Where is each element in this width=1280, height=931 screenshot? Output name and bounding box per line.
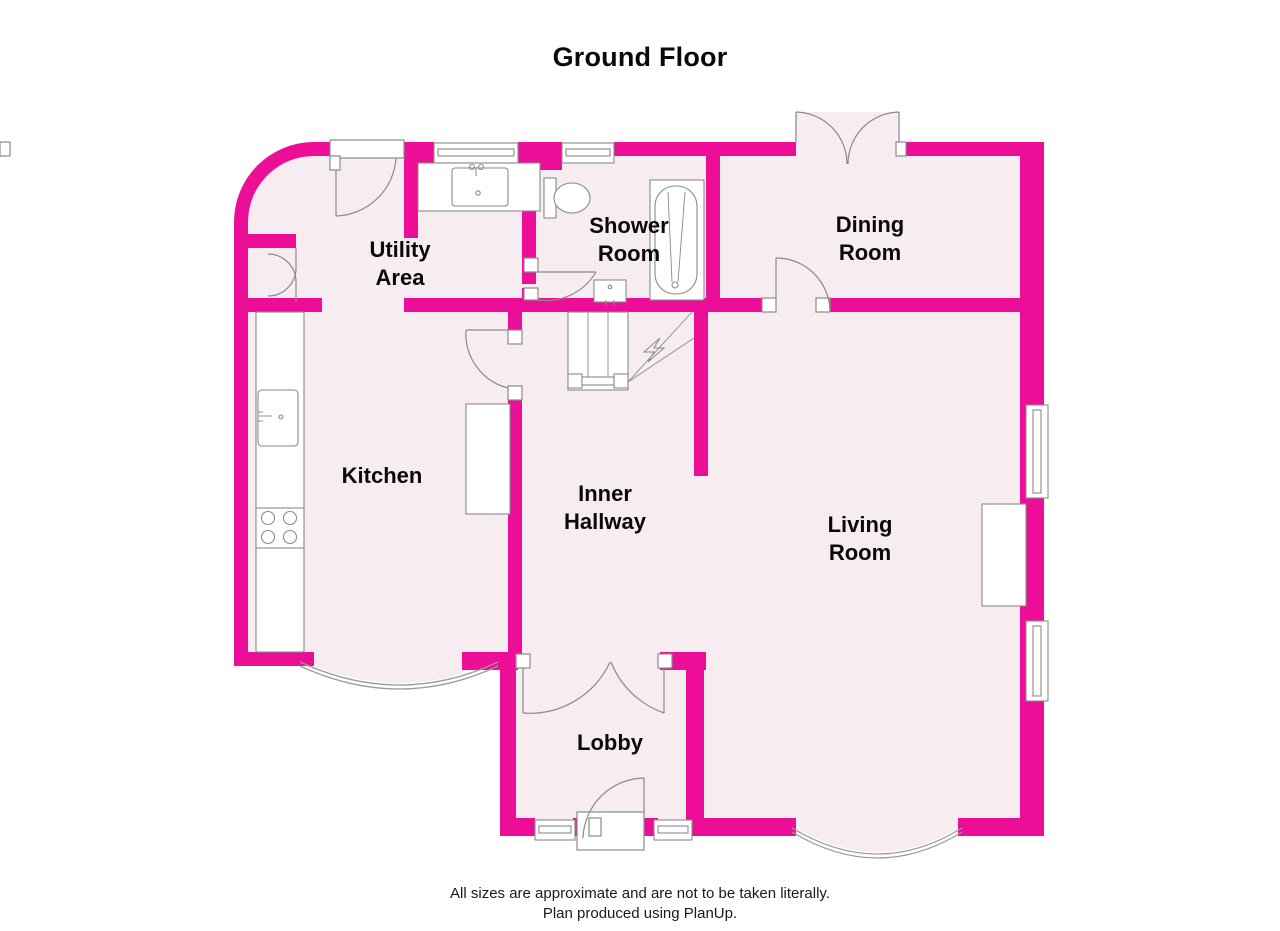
fixture-kitchen-counter [255,311,305,653]
door-front-entry [576,777,645,851]
label-living-room-line2: Room [829,540,891,565]
floor-fill-living-arc [792,826,962,852]
footer-line-2: Plan produced using PlanUp. [542,905,738,923]
window-lobby-right [653,819,693,841]
wall-shower-bottom [522,298,720,312]
door-utility-entry [329,139,405,217]
wall-lobby-left [500,654,516,834]
wall-lobby-right [686,654,704,834]
doors-group [0,111,907,851]
windows-group [433,142,1049,841]
label-kitchen: Kitchen [342,463,423,488]
wall-dining-bottom-1 [706,298,764,312]
fixture-hall-furniture [465,403,511,515]
floor-fill-lobby [500,660,700,836]
wall-shower-right [706,156,720,312]
fixture-living-furniture [981,503,1027,607]
floor-fill-kitchen-arc [300,660,498,683]
wall-kitchen-hall [508,388,522,660]
wall-dining-bottom-2 [828,298,1034,312]
wall-bottom-living-left [700,818,796,836]
fixture-utility-sink [417,162,541,212]
label-utility-area-line2: Area [376,265,426,290]
room-labels-group: Utility Area Shower Room Dining Room Kit… [342,212,905,755]
window-utility-top [433,142,519,164]
wall-hall-living-stub [694,298,708,476]
fixture-kitchen-hob [255,507,305,549]
arch-living-opening-inner [791,831,963,859]
label-lobby: Lobby [577,730,644,755]
walls-group [234,142,1044,836]
wall-top-seg-4 [899,142,1034,156]
wall-bottom-right [958,818,1044,836]
arch-kitchen-opening [299,661,499,686]
door-kitchen-hall [465,329,523,401]
wall-top-seg-3 [614,142,796,156]
label-shower-room-line1: Shower [589,213,669,238]
window-living-upper [1025,404,1049,499]
window-shower-top [561,142,615,164]
label-inner-hallway-line1: Inner [578,481,632,506]
door-shower-room [523,257,597,302]
label-shower-room-line2: Room [598,241,660,266]
fixtures-group [255,162,1027,653]
wall-kitchen-bottom [462,652,518,670]
wall-exterior-left [234,142,338,666]
label-inner-hallway-line2: Hallway [564,509,647,534]
window-lobby-left [534,819,576,841]
wall-exterior-bottom-left [234,652,314,666]
floor-fill-dining-recess [795,112,900,156]
fixture-staircase [567,311,695,391]
fixture-kitchen-sink [257,389,299,447]
fixture-bath-shower [649,179,705,301]
door-dining-hall [761,257,831,313]
door-lobby-double [515,653,673,714]
door-dining-french [0,111,907,165]
arch-openings-group [299,661,963,859]
wall-lobby-bottom-left [500,818,535,836]
page-title: Ground Floor [552,42,728,72]
fixture-wash-basin [593,279,627,306]
wall-kitchen-hall-top [508,312,522,330]
label-utility-area-line1: Utility [369,237,431,262]
label-living-room-line1: Living [828,512,893,537]
arch-kitchen-opening-inner [299,665,499,690]
door-cupboard-double [267,248,297,302]
fixture-toilet [543,177,591,219]
wall-utility-shower [404,142,418,238]
label-dining-room-line2: Room [839,240,901,265]
arch-living-opening [791,827,963,855]
footer-disclaimer: All sizes are approximate and are not to… [0,884,1280,925]
label-dining-room-line1: Dining [836,212,904,237]
footer-line-1: All sizes are approximate and are not to… [450,885,830,902]
window-living-lower [1025,620,1049,702]
wall-utility-kitchen-2 [404,298,522,312]
wall-cupboard-face [282,234,296,248]
wall-utility-kitchen [248,298,322,312]
